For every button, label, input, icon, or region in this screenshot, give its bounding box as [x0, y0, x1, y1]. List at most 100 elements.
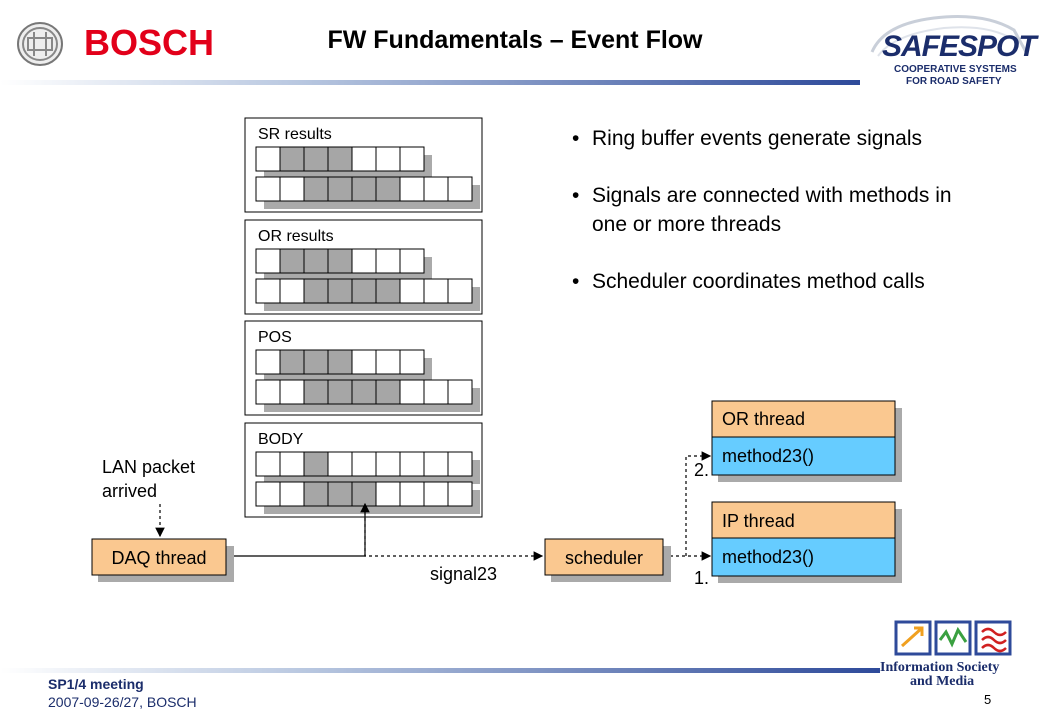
safespot-tagline-2: FOR ROAD SAFETY	[906, 76, 1002, 87]
buffer-cell	[351, 349, 377, 375]
safespot-logo: SAFESPOT COOPERATIVE SYSTEMS FOR ROAD SA…	[864, 6, 1037, 90]
or-thread-group: OR thread method23()	[711, 400, 902, 482]
buffer-panel: SR results	[244, 117, 483, 213]
buffer-cell	[255, 379, 281, 405]
buffer-cell	[279, 176, 305, 202]
call-2-arrow	[685, 451, 712, 556]
buffer-cell	[447, 451, 473, 477]
buffer-cell	[351, 481, 377, 507]
buffer-cell	[303, 146, 329, 172]
buffer-cell	[255, 176, 281, 202]
buffer-cell	[327, 379, 353, 405]
buffer-cell	[327, 481, 353, 507]
ism-icons	[894, 620, 1012, 656]
page-number: 5	[984, 692, 992, 707]
buffer-cell	[447, 278, 473, 304]
buffer-cell	[279, 349, 305, 375]
step-2-label: 2.	[694, 460, 709, 480]
buffer-cell	[375, 379, 401, 405]
buffer-cell	[279, 379, 305, 405]
ip-thread-label: IP thread	[722, 511, 795, 531]
ism-text-2: and Media	[910, 674, 975, 689]
buffer-cell	[375, 481, 401, 507]
ip-thread-group: IP thread method23()	[711, 501, 902, 583]
ism-logo: Information Society and Media	[880, 618, 1030, 690]
buffer-cell	[351, 248, 377, 274]
safespot-wordmark: SAFESPOT	[882, 30, 1037, 63]
buffer-cell	[447, 379, 473, 405]
daq-thread-label: DAQ thread	[111, 548, 206, 568]
buffer-cell	[303, 278, 329, 304]
buffer-cell	[375, 176, 401, 202]
buffer-panel: POS	[244, 320, 483, 416]
bosch-wordmark: BOSCH	[84, 22, 215, 63]
buffer-cell	[447, 176, 473, 202]
buffer-cell	[327, 451, 353, 477]
signal-arrow	[364, 512, 544, 561]
bullet-item: Signals are connected with methods in on…	[572, 181, 992, 239]
buffer-cell	[399, 379, 425, 405]
safespot-tagline-1: COOPERATIVE SYSTEMS	[894, 64, 1017, 75]
bosch-armature-icon	[17, 22, 63, 66]
footer-divider	[0, 668, 880, 673]
footer-date: 2007-09-26/27, BOSCH	[48, 694, 197, 710]
buffer-cell	[423, 176, 449, 202]
scheduler-box: scheduler	[544, 538, 671, 582]
buffer-cell	[351, 379, 377, 405]
buffer-cell	[279, 451, 305, 477]
buffer-cell	[399, 248, 425, 274]
or-method-label: method23()	[722, 446, 814, 466]
ism-text-1: Information Society	[880, 660, 1000, 675]
buffer-cell	[423, 481, 449, 507]
or-thread-label: OR thread	[722, 409, 805, 429]
footer-meeting: SP1/4 meeting	[48, 676, 144, 692]
buffer-cell	[399, 481, 425, 507]
buffer-cell	[255, 248, 281, 274]
buffer-cell	[423, 278, 449, 304]
buffer-panel-label: POS	[258, 329, 292, 346]
buffer-cell	[303, 176, 329, 202]
buffer-cell	[255, 349, 281, 375]
buffer-cell	[351, 176, 377, 202]
buffer-cell	[351, 278, 377, 304]
bullet-list: Ring buffer events generate signals Sign…	[572, 124, 1012, 324]
buffer-cell	[399, 451, 425, 477]
buffer-cell	[279, 146, 305, 172]
buffer-cell	[327, 248, 353, 274]
buffer-cell	[351, 146, 377, 172]
buffer-panel-label: OR results	[258, 228, 334, 245]
buffer-cell	[351, 451, 377, 477]
buffer-cell	[255, 278, 281, 304]
buffer-cell	[303, 379, 329, 405]
buffer-cell	[279, 481, 305, 507]
buffer-cell	[399, 146, 425, 172]
buffer-cell	[375, 451, 401, 477]
buffer-panel-label: SR results	[258, 126, 332, 143]
buffer-cell	[399, 278, 425, 304]
buffer-cell	[375, 248, 401, 274]
header-divider	[0, 80, 860, 85]
buffer-cell	[399, 349, 425, 375]
scheduler-label: scheduler	[565, 548, 643, 568]
buffer-cell	[303, 451, 329, 477]
daq-thread-box: DAQ thread	[91, 538, 234, 582]
buffer-cell	[279, 278, 305, 304]
lan-packet-label-1: LAN packet	[102, 457, 195, 477]
buffer-cell	[423, 379, 449, 405]
buffer-cell	[423, 451, 449, 477]
signal-label: signal23	[430, 564, 497, 584]
ip-method-label: method23()	[722, 547, 814, 567]
buffer-cell	[375, 278, 401, 304]
connector-lines	[155, 451, 712, 561]
buffer-cell	[327, 146, 353, 172]
buffer-cell	[327, 278, 353, 304]
bullet-item: Scheduler coordinates method calls	[572, 267, 1012, 296]
bullet-item: Ring buffer events generate signals	[572, 124, 1012, 153]
step-1-label: 1.	[694, 568, 709, 588]
buffer-cell	[327, 176, 353, 202]
buffer-cell	[279, 248, 305, 274]
buffer-cell	[399, 176, 425, 202]
page-title: FW Fundamentals – Event Flow	[327, 26, 703, 54]
